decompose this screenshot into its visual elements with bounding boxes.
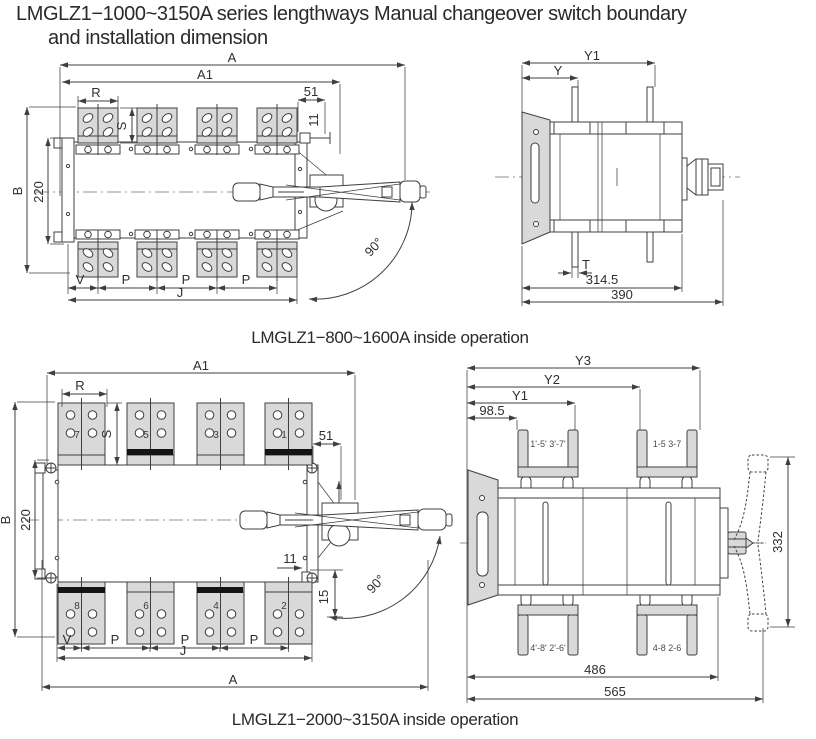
mounting-plate — [521, 111, 551, 245]
dim-a1-label: A1 — [197, 67, 213, 82]
dim-565-label: 565 — [604, 684, 626, 699]
dimensions: Y1 Y T 314.5 390 — [521, 48, 724, 306]
top-view-2000-3150-drawing: 7 5 3 1 8 6 4 2 — [0, 358, 455, 691]
dim-b-label: B — [10, 187, 25, 196]
dim-486-label: 486 — [584, 662, 606, 677]
dim-p1-label: P — [122, 272, 131, 287]
dim-r-label: R — [75, 378, 84, 393]
handle-assembly — [719, 454, 769, 632]
dim-v-label: V — [63, 632, 72, 647]
dim-985-label: 98.5 — [479, 403, 504, 418]
dim-220-label: 220 — [18, 509, 33, 531]
terminal-number: 1 — [281, 430, 287, 441]
dim-a1-label: A1 — [193, 358, 209, 373]
dimensions: A A1 R S 51 11 B 220 — [10, 50, 415, 304]
channel-label: 4-8 2-6 — [653, 643, 682, 653]
dim-11-label: 11 — [283, 551, 297, 566]
dim-51-label: 51 — [319, 428, 333, 443]
dim-b-label: B — [0, 516, 13, 525]
caption-bottom: LMGLZ1−2000~3150A inside operation — [231, 710, 519, 729]
title-line-1: LMGLZ1−1000~3150A series lengthways Manu… — [16, 3, 687, 25]
operating-handle — [232, 174, 427, 212]
dim-390-label: 390 — [611, 287, 633, 302]
dim-y3-label: Y3 — [575, 353, 591, 368]
terminal-strips — [75, 144, 300, 240]
page-title: LMGLZ1−1000~3150A series lengthways Manu… — [16, 2, 687, 50]
terminal-channel-top-right: 1-5 3-7 — [636, 429, 698, 478]
terminal-number: 6 — [143, 601, 149, 612]
channel-label: 1-5 3-7 — [653, 439, 682, 449]
dim-220-label: 220 — [31, 181, 46, 203]
caption-top: LMGLZ1−800~1600A inside operation — [251, 328, 529, 347]
dim-90-label: 90° — [362, 235, 386, 260]
dim-p3-label: P — [250, 632, 259, 647]
side-view-2000-3150-drawing: 1'-5' 3'-7' 1-5 3-7 4'-8' 2'-6' 4-8 2-6 — [460, 353, 795, 703]
dim-p3-label: P — [242, 272, 251, 287]
dim-y2-label: Y2 — [544, 372, 560, 387]
left-mounting-bracket — [34, 462, 59, 580]
handle-shaft-knob — [681, 157, 724, 201]
dim-y1-label: Y1 — [512, 388, 528, 403]
rotation-arc — [328, 535, 442, 621]
terminal-number: 4 — [213, 601, 219, 612]
dim-v-label: V — [76, 272, 85, 287]
dim-p2-label: P — [182, 272, 191, 287]
dim-t-label: T — [582, 257, 590, 272]
channel-label: 1'-5' 3'-7' — [530, 439, 566, 449]
rotation-arc — [308, 201, 415, 303]
terminal-number: 2 — [281, 601, 287, 612]
dim-p1-label: P — [111, 632, 120, 647]
dim-15-label: 15 — [316, 590, 331, 604]
dim-90-label: 90° — [364, 572, 388, 597]
channel-label: 4'-8' 2'-6' — [530, 643, 566, 653]
terminal-pads: 7 5 3 1 8 6 4 2 — [57, 397, 313, 650]
dim-y1-label: Y1 — [584, 48, 600, 63]
title-line-2: and installation dimension — [48, 27, 268, 49]
dim-s-label: S — [99, 429, 114, 438]
dim-j-label: J — [177, 285, 184, 300]
dim-332-label: 332 — [770, 531, 785, 553]
dim-s-label: S — [114, 121, 129, 130]
terminal-number: 3 — [213, 430, 219, 441]
terminal-channel-top-left: 1'-5' 3'-7' — [517, 429, 579, 478]
dim-a-label: A — [228, 50, 237, 65]
switch-body — [549, 121, 683, 233]
dim-r-label: R — [91, 85, 100, 100]
corner-screws — [45, 462, 318, 584]
dim-a-label: A — [229, 672, 238, 687]
operating-handle — [239, 481, 453, 547]
dim-p2-label: P — [181, 632, 190, 647]
side-view-800-1600-drawing: Y1 Y T 314.5 390 — [495, 48, 740, 306]
mounting-plate — [467, 469, 499, 606]
left-mounting-bracket — [53, 137, 75, 243]
top-view-800-1600-drawing: A A1 R S 51 11 B 220 — [10, 50, 430, 304]
dim-3145-label: 314.5 — [586, 272, 619, 287]
terminal-channel-bottom-right: 4-8 2-6 — [636, 604, 698, 656]
dim-j-label: J — [180, 643, 187, 658]
dim-51-label: 51 — [304, 84, 318, 99]
dim-y-label: Y — [554, 63, 563, 78]
dim-11-label: 11 — [306, 113, 321, 127]
terminal-channel-bottom-left: 4'-8' 2'-6' — [517, 604, 579, 656]
switch-body — [497, 475, 721, 608]
terminal-number: 5 — [143, 430, 149, 441]
dimensions: Y3 Y2 Y1 98.5 332 486 565 — [466, 353, 795, 703]
terminal-number: 7 — [74, 430, 80, 441]
terminal-number: 8 — [74, 601, 80, 612]
